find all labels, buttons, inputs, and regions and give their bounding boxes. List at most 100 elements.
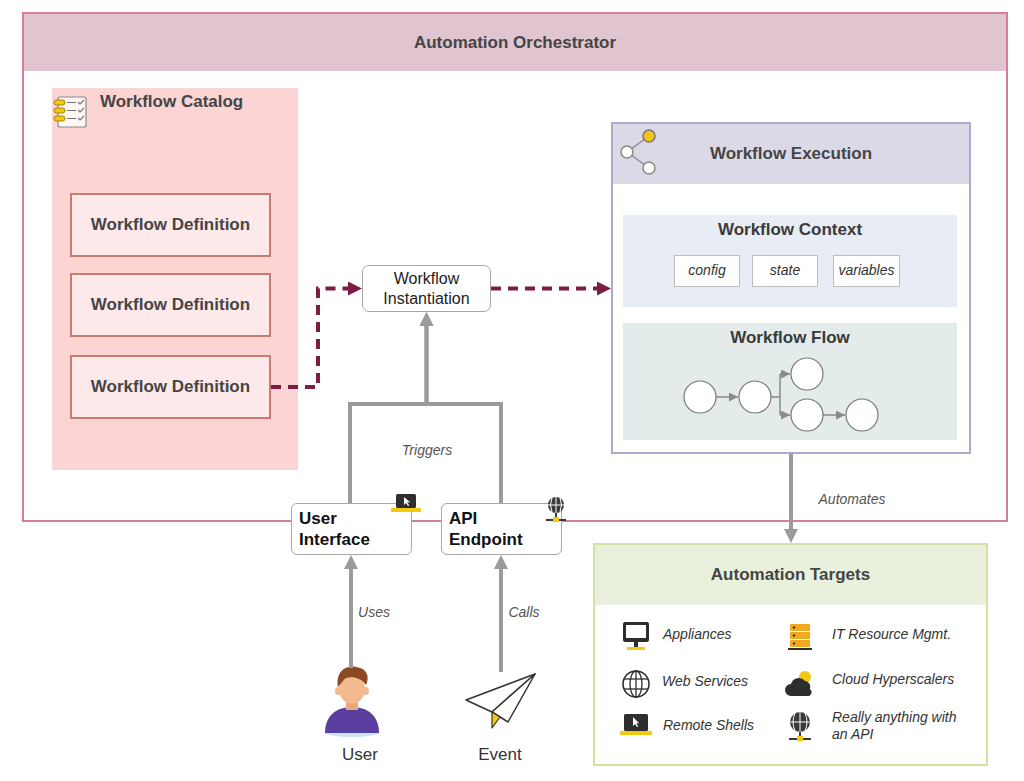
box-label: User Interface <box>299 506 389 552</box>
process-box: Workflow Instantiation <box>362 265 491 312</box>
edge-label: Calls <box>502 602 546 622</box>
trigger-arrow <box>349 563 353 668</box>
server-icon <box>790 632 810 639</box>
box-label: Workflow Instantiation <box>365 266 488 311</box>
box-label: API Endpoint <box>449 506 539 552</box>
checklist-icon <box>67 110 76 111</box>
flow-graph <box>779 374 781 415</box>
checklist-icon <box>54 100 65 105</box>
cloud-icon <box>799 671 811 683</box>
network-icon <box>555 513 557 519</box>
appliance-icon <box>634 642 638 647</box>
actor-label: Event <box>460 744 540 766</box>
flow-graph <box>771 396 780 398</box>
actor-node: User <box>320 668 400 770</box>
api-icon <box>797 736 803 741</box>
server-icon <box>793 626 795 628</box>
flow-graph <box>791 358 823 390</box>
laptop-icon <box>396 494 416 508</box>
definition-box: Workflow Definition <box>70 355 271 419</box>
user-illustration <box>363 687 369 695</box>
graph-icon <box>621 146 633 158</box>
context-panel: Workflow Contextconfigstatevariables <box>623 215 957 307</box>
flow-graph <box>823 414 845 416</box>
laptop-icon <box>404 497 410 506</box>
box-label: Workflow Definition <box>72 275 269 335</box>
flow-graph <box>739 381 771 413</box>
globe-icon <box>635 671 636 697</box>
event-illustration <box>466 674 535 712</box>
globe-icon <box>623 671 649 697</box>
target-label: Really anything with an API <box>832 706 970 746</box>
globe-icon <box>624 678 648 679</box>
event-illustration <box>466 674 535 728</box>
graph-icon <box>627 136 649 152</box>
target-label: Appliances <box>663 625 783 645</box>
shell-icon <box>633 717 639 727</box>
item-label: variables <box>834 256 899 286</box>
server-icon <box>788 648 812 650</box>
flow-graph <box>780 414 790 416</box>
server-icon <box>793 642 795 644</box>
checklist-icon <box>67 102 76 103</box>
user-illustration <box>325 667 379 737</box>
user-illustration <box>338 667 368 687</box>
target-label: IT Resource Mgmt. <box>832 625 977 645</box>
server-icon <box>790 624 810 631</box>
trigger-arrow <box>789 454 793 535</box>
checklist-icon <box>67 118 76 119</box>
globe-icon <box>630 671 642 697</box>
flow-arrow <box>271 289 354 388</box>
flow-graph <box>791 399 823 431</box>
flow-arrow <box>491 287 603 291</box>
flow-graph <box>716 396 738 398</box>
context-item: state <box>752 255 818 287</box>
checklist-icon <box>58 97 86 127</box>
globe-icon <box>623 671 649 697</box>
flow-graph <box>846 399 878 431</box>
flow-graph <box>684 381 716 413</box>
checklist-icon <box>78 116 84 120</box>
cloud-icon <box>785 671 812 696</box>
execution-panel: Workflow ExecutionWorkflow Contextconfig… <box>611 122 971 454</box>
network-icon <box>546 519 566 521</box>
shell-icon <box>620 714 652 735</box>
trigger-arrow <box>499 563 503 672</box>
actor-node: Event <box>460 672 540 770</box>
user-illustration <box>325 707 379 733</box>
flow-graph <box>780 373 790 375</box>
target-label: Web Services <box>662 672 782 692</box>
user-illustration <box>339 674 365 704</box>
api-icon <box>789 712 811 741</box>
network-icon <box>548 497 564 513</box>
trigger-arrow <box>350 320 427 503</box>
catalog-panel: Workflow CatalogWorkflow DefinitionWorkf… <box>52 88 298 470</box>
box-label: Workflow Definition <box>72 357 269 417</box>
globe-icon <box>624 688 648 689</box>
target-label: Remote Shells <box>663 716 783 736</box>
api-icon <box>799 732 801 738</box>
event-illustration <box>492 674 535 722</box>
flow-graph <box>684 358 878 431</box>
laptop-icon <box>391 508 421 512</box>
section-title: Automation Orchestrator <box>24 14 1006 71</box>
api-icon <box>789 738 811 740</box>
shell-icon <box>624 714 648 731</box>
edge-label: Uses <box>352 602 396 622</box>
panel-title: Workflow Catalog <box>100 91 290 113</box>
network-icon <box>553 517 559 522</box>
checklist-icon <box>78 108 84 112</box>
api-icon <box>790 712 810 732</box>
graph-icon <box>643 130 655 142</box>
user-illustration <box>335 687 341 695</box>
context-item: config <box>674 255 740 287</box>
server-icon <box>793 634 795 636</box>
checklist-icon <box>54 116 65 121</box>
panel-title: Automation Targets <box>595 545 986 605</box>
panel-title: Workflow Execution <box>613 124 969 184</box>
appliance-icon <box>623 622 649 650</box>
cloud-icon <box>785 678 812 696</box>
laptop-icon <box>391 494 421 512</box>
definition-box: Workflow Definition <box>70 273 271 337</box>
